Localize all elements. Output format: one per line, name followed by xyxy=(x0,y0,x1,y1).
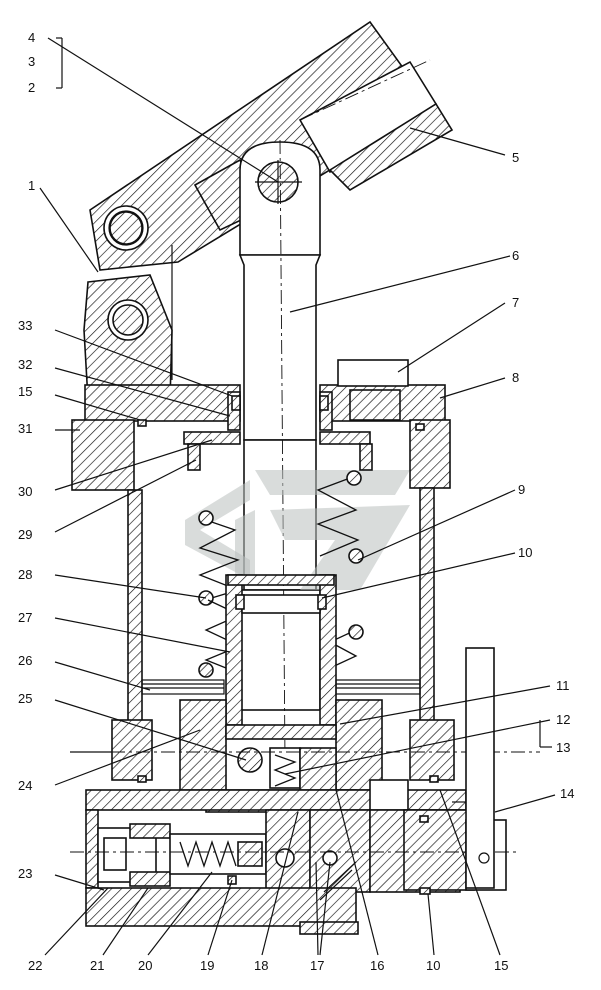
filter-plate xyxy=(141,679,421,695)
reservoir-cylinder xyxy=(127,487,435,726)
callout-25: 25 xyxy=(18,691,32,706)
callout-33: 33 xyxy=(18,318,32,333)
callout-15-bottom: 15 xyxy=(494,958,508,973)
seals xyxy=(137,395,439,895)
callout-7: 7 xyxy=(512,295,519,310)
callout-20: 20 xyxy=(138,958,152,973)
callout-16: 16 xyxy=(370,958,384,973)
callout-4: 4 xyxy=(28,30,35,45)
callout-3: 3 xyxy=(28,54,35,69)
callout-14: 14 xyxy=(560,786,574,801)
callout-27: 27 xyxy=(18,610,32,625)
callout-18: 18 xyxy=(254,958,268,973)
callout-9: 9 xyxy=(518,482,525,497)
callout-8: 8 xyxy=(512,370,519,385)
callout-13: 13 xyxy=(556,740,570,755)
link-arm xyxy=(83,245,173,401)
callout-17: 17 xyxy=(310,958,324,973)
callout-15-top: 15 xyxy=(18,384,32,399)
callout-31: 31 xyxy=(18,421,32,436)
callout-32: 32 xyxy=(18,357,32,372)
callout-28: 28 xyxy=(18,567,32,582)
callout-10-mid: 10 xyxy=(518,545,532,560)
callout-24: 24 xyxy=(18,778,32,793)
callout-6: 6 xyxy=(512,248,519,263)
callout-5: 5 xyxy=(512,150,519,165)
callout-29: 29 xyxy=(18,527,32,542)
callout-labels: 4 3 2 1 5 6 7 8 33 32 15 31 30 29 9 10 2… xyxy=(18,30,574,973)
leader-lines xyxy=(39,37,556,956)
callout-1: 1 xyxy=(28,178,35,193)
base-block xyxy=(70,779,520,935)
callout-22: 22 xyxy=(28,958,42,973)
callout-10-bottom: 10 xyxy=(426,958,440,973)
callout-19: 19 xyxy=(200,958,214,973)
callout-11: 11 xyxy=(556,678,570,693)
callout-2: 2 xyxy=(28,80,35,95)
release-valve-handle xyxy=(452,647,495,889)
callout-30: 30 xyxy=(18,484,32,499)
callout-12: 12 xyxy=(556,712,570,727)
top-cover xyxy=(71,359,451,491)
callout-21: 21 xyxy=(90,958,104,973)
callout-26: 26 xyxy=(18,653,32,668)
callout-23: 23 xyxy=(18,866,32,881)
